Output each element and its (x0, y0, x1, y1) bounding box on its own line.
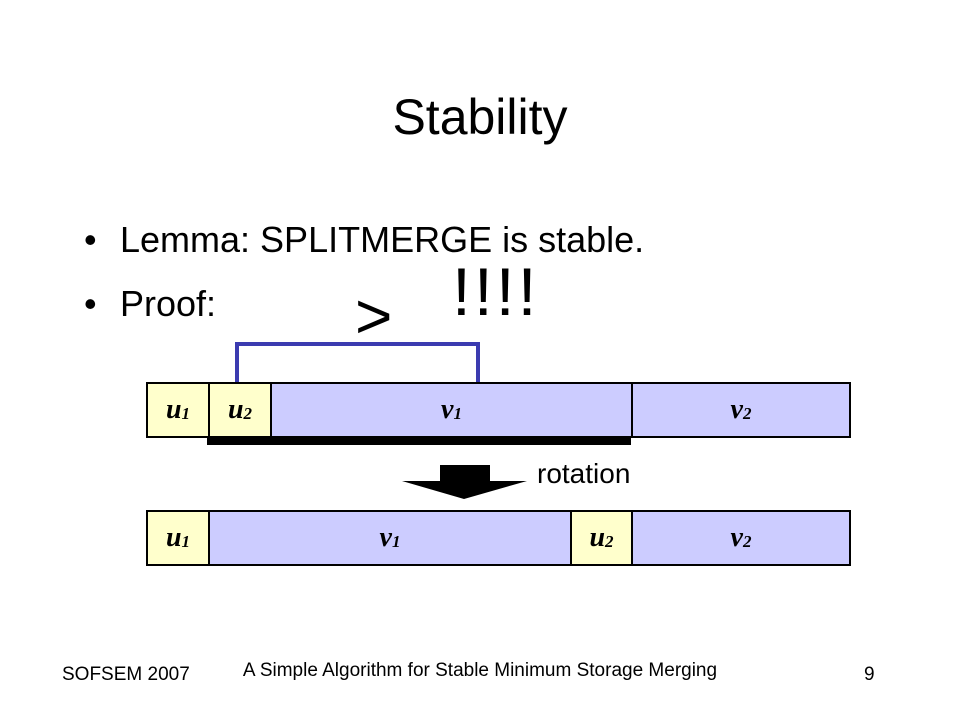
bullet-text-proof: Proof: (120, 283, 217, 324)
segment-label-sub: 1 (391, 532, 401, 551)
bullet-dot-icon: • (84, 219, 97, 260)
segment-label-sub: 1 (181, 404, 191, 423)
page-number: 9 (864, 664, 875, 685)
slide-title: Stability (392, 89, 568, 145)
exclamation-marks: !!!! (452, 254, 540, 330)
segment-label-sub: 2 (243, 404, 253, 423)
segment-label-sub: 2 (742, 532, 752, 551)
down-arrow-icon (402, 465, 527, 499)
segment-label-base: u (227, 394, 244, 425)
comparison-bracket (235, 342, 480, 388)
segment-label-base: u (165, 522, 182, 553)
segment-label-base: v (441, 394, 454, 425)
greater-than-symbol: > (355, 280, 393, 352)
segment-label-base: v (379, 522, 392, 553)
bullet-text-lemma: Lemma: SPLITMERGE is stable. (120, 219, 645, 260)
rotation-label: rotation (537, 458, 631, 489)
segment-label-sub: 1 (181, 532, 191, 551)
segment-label-base: u (165, 394, 182, 425)
bullet-item-proof: • Proof: (84, 284, 644, 324)
segment-label-sub: 2 (605, 532, 614, 551)
bullet-dot-icon: • (84, 283, 97, 324)
segment-label-sub: 1 (453, 404, 462, 423)
footer-title: A Simple Algorithm for Stable Minimum St… (242, 660, 718, 681)
bullet-list: • Lemma: SPLITMERGE is stable. • Proof: (84, 220, 644, 348)
segment-label-base: u (589, 522, 606, 553)
bullet-item-lemma: • Lemma: SPLITMERGE is stable. (84, 220, 644, 260)
segment-label-base: v (730, 522, 743, 553)
footer-conference: SOFSEM 2007 (62, 664, 190, 685)
segment-label-base: v (730, 394, 743, 425)
segment-label-sub: 2 (742, 404, 752, 423)
rotation-range-bar (207, 437, 631, 445)
